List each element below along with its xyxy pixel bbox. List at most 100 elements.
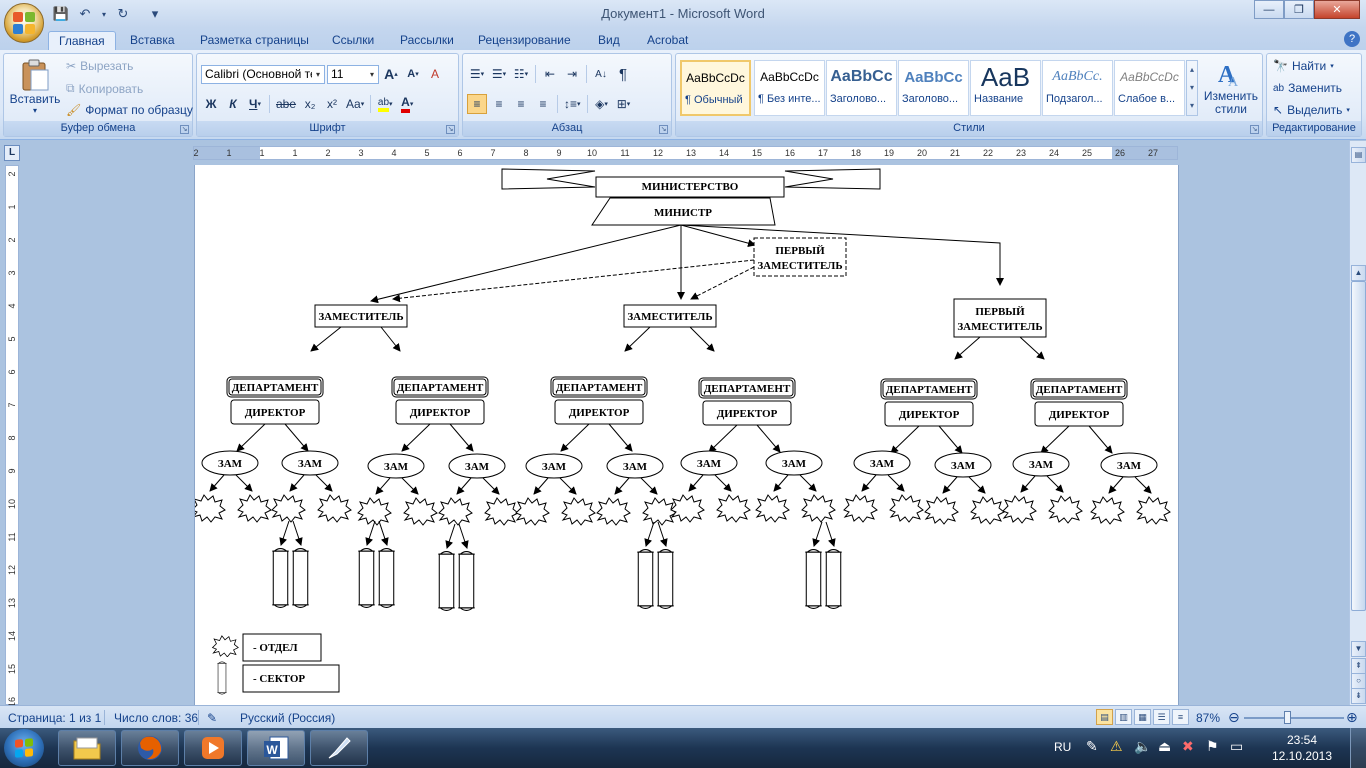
taskbar-explorer[interactable] <box>58 730 116 766</box>
style-title[interactable]: AaB Название <box>970 60 1041 116</box>
clock-date[interactable]: 12.10.2013 <box>1271 749 1333 763</box>
tab-selector-icon[interactable]: L <box>4 145 20 161</box>
style-heading-1[interactable]: AaBbCc Заголово... <box>826 60 897 116</box>
minimize-button[interactable]: — <box>1254 0 1284 19</box>
highlight-button[interactable]: ab▾ <box>375 94 395 114</box>
grow-font-button[interactable]: A▴ <box>384 66 398 82</box>
taskbar-pen-app[interactable] <box>310 730 368 766</box>
zoom-slider-thumb[interactable] <box>1284 711 1291 724</box>
find-button[interactable]: 🔭 Найти ▾ <box>1273 59 1334 73</box>
shrink-font-button[interactable]: A▾ <box>407 68 419 80</box>
font-size-combo[interactable]: 11 ▾ <box>327 64 379 84</box>
redo-icon[interactable]: ↻ <box>117 6 129 21</box>
network-icon[interactable]: ✖ <box>1182 738 1194 754</box>
web-layout-icon[interactable]: ▦ <box>1134 709 1151 725</box>
align-center-button[interactable]: ≡ <box>489 94 509 114</box>
font-color-button[interactable]: A▾ <box>397 94 417 114</box>
style-heading-2[interactable]: AaBbCc Заголово... <box>898 60 969 116</box>
taskbar-firefox[interactable] <box>121 730 179 766</box>
tab-mailings[interactable]: Рассылки <box>400 33 454 47</box>
strikethrough-button[interactable]: abe <box>276 97 297 111</box>
superscript-button[interactable]: x² <box>327 97 338 111</box>
multilevel-list-button[interactable]: ☷▾ <box>513 67 529 81</box>
show-marks-button[interactable]: ¶ <box>613 64 633 84</box>
document-page[interactable]: МИНИСТЕРСТВО МИНИСТР ПЕРВЫЙ ЗАМЕСТИТЕЛЬ … <box>194 165 1179 705</box>
page-count[interactable]: Страница: 1 из 1 <box>8 711 102 725</box>
save-icon[interactable]: 💾 <box>52 6 70 21</box>
close-button[interactable]: ✕ <box>1314 0 1360 19</box>
borders-button[interactable]: ⊞▾ <box>616 97 631 111</box>
paragraph-launcher-icon[interactable]: ↘ <box>659 125 668 134</box>
clock-time[interactable]: 23:54 <box>1286 733 1318 747</box>
numbering-button[interactable]: ☰▾ <box>491 67 507 81</box>
underline-button[interactable]: Ч▾ <box>249 97 261 111</box>
next-page-icon[interactable]: ⇟ <box>1351 688 1366 704</box>
undo-icon[interactable]: ↶ <box>79 6 91 21</box>
style-normal[interactable]: AaBbCcDc ¶ Обычный <box>680 60 751 116</box>
change-styles-button[interactable]: A A Изменить стили <box>1200 58 1262 116</box>
format-painter-button[interactable]: 🖌 Формат по образцу <box>66 103 193 117</box>
tab-acrobat[interactable]: Acrobat <box>647 33 689 47</box>
undo-dropdown-icon[interactable]: ▾ <box>101 9 106 19</box>
scroll-up-icon[interactable]: ▲ <box>1351 265 1366 281</box>
bullets-button[interactable]: ☰▾ <box>469 67 485 81</box>
replace-button[interactable]: ab Заменить <box>1273 81 1343 95</box>
ruler-toggle-icon[interactable]: ▤ <box>1351 147 1366 163</box>
justify-button[interactable]: ≡ <box>533 94 553 114</box>
zoom-in-icon[interactable]: ⊕ <box>1346 709 1358 725</box>
show-desktop-button[interactable] <box>1350 728 1366 768</box>
scroll-thumb[interactable] <box>1351 281 1366 611</box>
outline-icon[interactable]: ☰ <box>1153 709 1170 725</box>
align-left-button[interactable]: ≡ <box>467 94 487 114</box>
help-icon[interactable]: ? <box>1344 31 1360 47</box>
full-screen-reading-icon[interactable]: ▥ <box>1115 709 1132 725</box>
prev-page-icon[interactable]: ⇞ <box>1351 658 1366 674</box>
line-spacing-button[interactable]: ↕≡▾ <box>564 97 581 111</box>
increase-indent-button[interactable]: ⇥ <box>562 64 582 84</box>
tray-display-icon[interactable]: ▭ <box>1230 738 1244 754</box>
clear-formatting-button[interactable]: A <box>425 64 445 84</box>
volume-icon[interactable]: 🔈 <box>1134 738 1152 754</box>
maximize-button[interactable]: ❐ <box>1284 0 1314 19</box>
change-case-button[interactable]: Aa▾ <box>346 97 365 111</box>
style-subtle-emphasis[interactable]: AaBbCcDc Слабое в... <box>1114 60 1185 116</box>
vertical-ruler[interactable]: 21234567891011121314151617 <box>5 165 19 740</box>
zoom-out-icon[interactable]: ⊖ <box>1228 709 1240 725</box>
scroll-down-icon[interactable]: ▼ <box>1351 641 1366 657</box>
tab-references[interactable]: Ссылки <box>332 33 375 47</box>
taskbar-media-player[interactable] <box>184 730 242 766</box>
flag-icon[interactable]: ⚑ <box>1206 738 1219 754</box>
language-bar[interactable]: RU <box>1054 740 1072 754</box>
subscript-button[interactable]: x₂ <box>304 97 316 111</box>
browse-object-icon[interactable]: ○ <box>1351 673 1366 689</box>
decrease-indent-button[interactable]: ⇤ <box>540 64 560 84</box>
style-no-spacing[interactable]: AaBbCcDc ¶ Без инте... <box>754 60 825 116</box>
clipboard-launcher-icon[interactable]: ↘ <box>180 125 189 134</box>
tab-view[interactable]: Вид <box>598 33 620 47</box>
draft-icon[interactable]: ≡ <box>1172 709 1189 725</box>
align-right-button[interactable]: ≡ <box>511 94 531 114</box>
font-name-combo[interactable]: Calibri (Основной те ▾ <box>201 64 325 84</box>
word-count[interactable]: Число слов: 36 <box>114 711 199 725</box>
select-button[interactable]: ↖ Выделить ▾ <box>1273 103 1350 117</box>
proofing-icon[interactable]: ✎ <box>207 711 218 725</box>
font-launcher-icon[interactable]: ↘ <box>446 125 455 134</box>
vertical-scrollbar[interactable]: ▤ ▲ ▼ ⇞ ○ ⇟ <box>1349 141 1366 705</box>
start-button[interactable] <box>4 729 44 767</box>
print-layout-icon[interactable]: ▤ <box>1096 709 1113 725</box>
copy-button[interactable]: ⧉ Копировать <box>66 81 144 96</box>
taskbar-word[interactable]: W <box>247 730 305 766</box>
style-subtitle[interactable]: AaBbCc. Подзагол... <box>1042 60 1113 116</box>
tray-pen-icon[interactable]: ✎ <box>1086 738 1098 754</box>
tab-page-layout[interactable]: Разметка страницы <box>200 33 309 47</box>
customize-qat-icon[interactable]: ▾ <box>151 6 159 21</box>
italic-button[interactable]: К <box>229 97 237 111</box>
sort-button[interactable]: A↓ <box>591 64 611 84</box>
office-button[interactable] <box>4 3 44 43</box>
bold-button[interactable]: Ж <box>205 97 217 111</box>
tab-review[interactable]: Рецензирование <box>478 33 571 47</box>
cut-button[interactable]: ✂ Вырезать <box>66 59 134 73</box>
tray-warning-icon[interactable]: ⚠ <box>1110 738 1123 754</box>
zoom-slider[interactable] <box>1244 717 1344 719</box>
